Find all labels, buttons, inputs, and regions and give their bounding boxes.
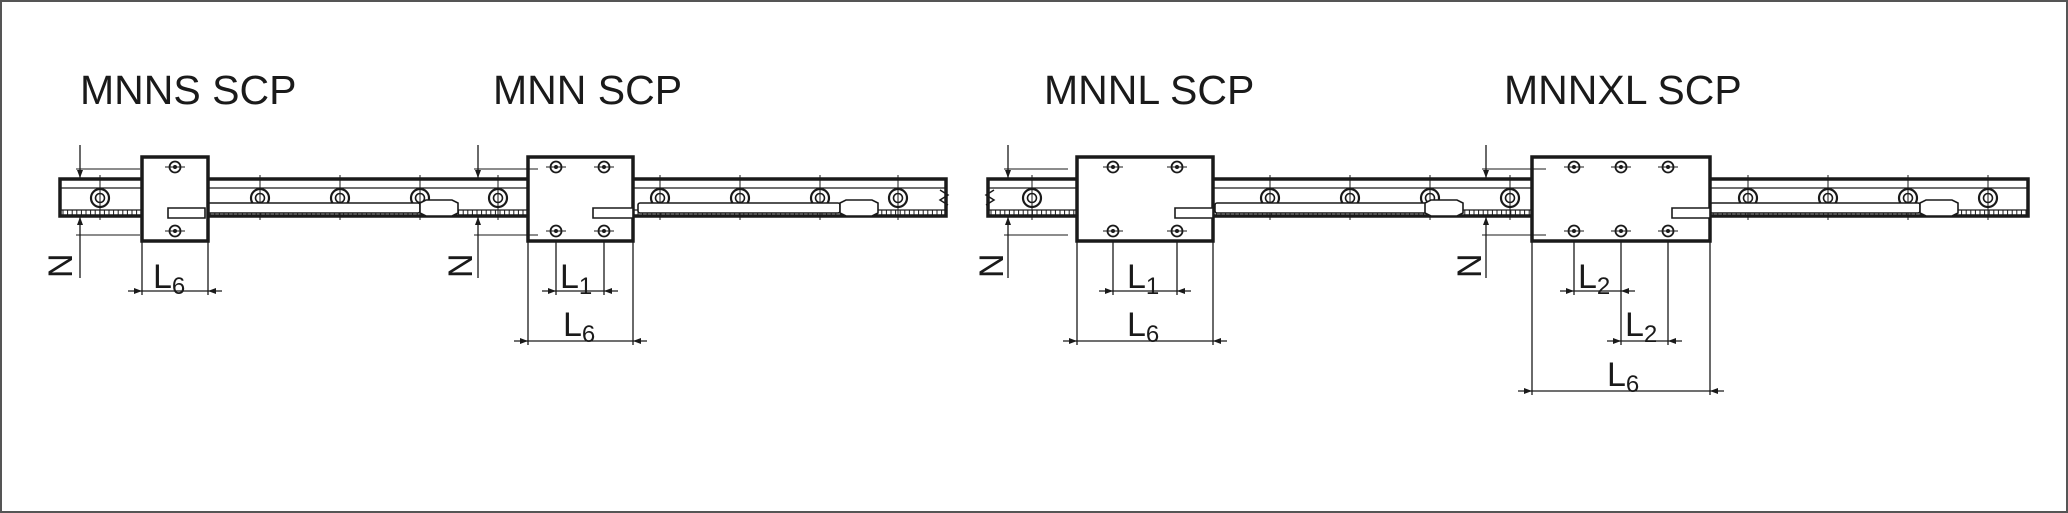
title-mnnl-scp: MNNL SCP <box>1044 67 1254 113</box>
dim-label-m4-l2a: L2 <box>1578 258 1610 300</box>
rail-left-break <box>938 189 950 206</box>
seal-m2 <box>592 207 634 219</box>
dimline-m2-l6-arrow-l <box>520 338 528 344</box>
side-label-n-3: N <box>973 253 1011 278</box>
carriage-block-mnn <box>526 155 635 243</box>
side-label-n-4: N <box>1451 253 1489 278</box>
dimline-m2-l6-arrow-r <box>633 338 641 344</box>
dimline-m2-l1-arrow-l <box>548 288 556 294</box>
title-mnn-scp: MNN SCP <box>493 67 682 113</box>
n-dim-m4-arrow-top <box>1483 170 1489 178</box>
dimline-m3-l1-arrow-r <box>1177 288 1185 294</box>
n-dim-m1-arrow-top <box>77 170 83 178</box>
dimline-m3-l1-arrow-l <box>1105 288 1113 294</box>
dim-label-m4-l6: L6 <box>1607 356 1639 398</box>
dim-label-m1-l6: L6 <box>153 258 185 300</box>
dim-label-m2-l6: L6 <box>563 306 595 348</box>
dimline-m4-l2a-arrow-r <box>1621 288 1629 294</box>
n-dim-m3-arrow-bottom <box>1005 217 1011 225</box>
dimline-m3-l6-arrow-l <box>1069 338 1077 344</box>
seal-m3 <box>1174 207 1214 219</box>
dim-label-m2-l1: L1 <box>560 258 592 300</box>
cover-strip-m1-end <box>419 199 459 217</box>
seal-m4 <box>1671 207 1711 219</box>
dimline-m1-l6-arrow-r <box>208 288 216 294</box>
n-dim-m1-arrow-bottom <box>77 217 83 225</box>
dimline-m4-l6-arrow-l <box>1524 388 1532 394</box>
seal-m1 <box>167 207 206 219</box>
side-label-n-2: N <box>442 253 480 278</box>
rail-right-break <box>984 189 996 206</box>
carriage-group <box>140 155 1712 243</box>
dim-label-m3-l1: L1 <box>1127 258 1159 300</box>
dimline-m1-l6-arrow-l <box>134 288 142 294</box>
n-dim-m2-arrow-top <box>475 170 481 178</box>
dimline-m4-l2b-arrow-r <box>1668 338 1676 344</box>
cover-strip-m3-end <box>1424 199 1464 217</box>
title-mnns-scp: MNNS SCP <box>80 67 296 113</box>
side-label-n-1: N <box>42 253 80 278</box>
dimline-m3-l6-arrow-r <box>1213 338 1221 344</box>
dimline-m4-l2b-arrow-l <box>1613 338 1621 344</box>
n-dim-m4-arrow-bottom <box>1483 217 1489 225</box>
title-mnnxl-scp: MNNXL SCP <box>1504 67 1742 113</box>
n-dim-m2-arrow-bottom <box>475 217 481 225</box>
cover-strip-m2-end <box>839 199 879 217</box>
n-dim-m3-arrow-top <box>1005 170 1011 178</box>
carriage-block-mnnl <box>1075 155 1215 243</box>
cover-strip-m4-end <box>1919 199 1959 217</box>
cover-strip-m2 <box>637 202 841 214</box>
cover-strip-m4 <box>1709 202 1921 214</box>
dimline-m4-l6-arrow-r <box>1710 388 1718 394</box>
dim-label-m4-l2b: L2 <box>1625 306 1657 348</box>
dim-label-m3-l6: L6 <box>1127 306 1159 348</box>
dimension-group <box>76 145 1724 395</box>
dimline-m4-l2a-arrow-l <box>1566 288 1574 294</box>
rail-group <box>58 175 2030 220</box>
cover-strip-m3 <box>1214 202 1431 214</box>
cover-strip-m1 <box>204 202 421 214</box>
dimline-m2-l1-arrow-r <box>604 288 612 294</box>
